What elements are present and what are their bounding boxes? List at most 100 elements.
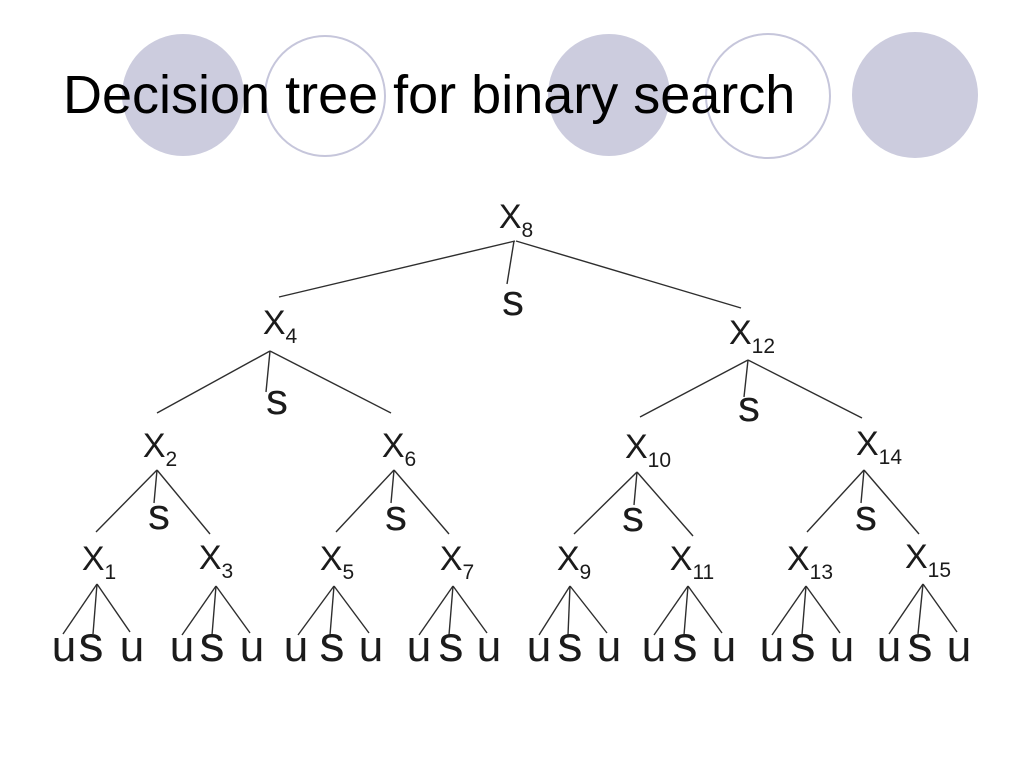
leaf-s-x11: s (673, 616, 698, 672)
tree-node-labels: X8 X4 X12 X2 X6 X10 X14 X1 X3 X5 X7 X9 X… (82, 198, 951, 584)
node-x9: X9 (557, 540, 591, 584)
node-x4: X4 (263, 304, 298, 348)
leaf-s-x5: s (320, 616, 345, 672)
node-x2: X2 (143, 427, 177, 471)
decor-circle-outlined-2 (705, 33, 831, 159)
decor-circle-filled-3 (852, 32, 978, 158)
node-x13: X13 (787, 540, 833, 584)
edge-label-s-x10: s (622, 492, 644, 541)
edge-x1-s (92, 583, 98, 635)
leaf-u-right-x15: u (947, 622, 971, 671)
leaf-u-left-x11: u (642, 622, 666, 671)
split-edge-labels: s s s s s s s (148, 276, 877, 541)
leaf-s-x3: s (200, 616, 225, 672)
leaf-s-x15: s (908, 616, 933, 672)
leaf-u-right-x5: u (359, 622, 383, 671)
edge-x12-x10 (639, 359, 749, 418)
edge-x12-x14 (747, 359, 863, 419)
node-x1: X1 (82, 540, 116, 584)
leaf-s-x9: s (558, 616, 583, 672)
edge-x9-u (538, 585, 571, 636)
edge-x12-s (743, 359, 749, 398)
edge-x4-x6 (269, 350, 392, 414)
node-x5: X5 (320, 540, 354, 584)
edge-x8-x4 (278, 240, 516, 298)
edge-x14-s (860, 469, 865, 504)
edge-x2-s (153, 469, 158, 504)
leaf-u-left-x3: u (170, 622, 194, 671)
leaf-u-left-x9: u (527, 622, 551, 671)
edge-x10-s (633, 471, 638, 506)
edge-label-s-x12: s (738, 382, 760, 431)
decor-circle-outlined-1 (264, 35, 386, 157)
leaf-u-right-x1: u (120, 622, 144, 671)
decor-circle-filled-1 (122, 34, 244, 156)
leaf-u-right-x3: u (240, 622, 264, 671)
edge-x13-s (801, 585, 807, 636)
edge-x8-s (506, 240, 515, 285)
edge-x1-u (62, 583, 98, 635)
node-x6: X6 (382, 427, 416, 471)
edge-label-s-x4: s (266, 375, 288, 424)
edge-x13-u (771, 585, 807, 636)
edge-x15-u2 (922, 583, 958, 633)
node-x12: X12 (729, 314, 775, 358)
node-x15: X15 (905, 538, 951, 582)
edge-x6-x5 (335, 469, 395, 533)
leaf-u-right-x13: u (830, 622, 854, 671)
edge-x3-s (211, 585, 217, 636)
tree-edges (62, 240, 958, 636)
node-x10: X10 (625, 428, 671, 472)
edge-x11-u (653, 585, 689, 636)
edge-x2-x1 (95, 469, 158, 533)
edge-x14-x13 (806, 469, 865, 533)
leaf-u-right-x7: u (477, 622, 501, 671)
edge-x4-x2 (156, 350, 271, 414)
edge-label-s-x14: s (855, 491, 877, 540)
edge-x1-u2 (96, 583, 131, 633)
edge-x15-s (917, 583, 924, 635)
edge-x7-s (448, 585, 454, 636)
edge-label-s-x2: s (148, 490, 170, 539)
leaf-u-right-x9: u (597, 622, 621, 671)
edge-x9-u2 (569, 585, 608, 634)
edge-x8-x12 (515, 240, 742, 309)
edge-label-s-x8: s (502, 276, 524, 325)
edge-x14-x15 (863, 469, 920, 535)
edge-x15-u (888, 583, 924, 635)
leaf-u-left-x15: u (877, 622, 901, 671)
edge-x7-u2 (452, 585, 488, 634)
node-x14: X14 (856, 425, 902, 469)
edge-x5-s (329, 585, 335, 636)
leaf-u-left-x7: u (407, 622, 431, 671)
edge-x11-u2 (687, 585, 723, 634)
edge-x6-x7 (393, 469, 450, 535)
decor-circle-filled-2 (548, 34, 670, 156)
leaf-s-x1: s (79, 616, 104, 672)
node-x8: X8 (499, 198, 533, 242)
leaf-u-right-x11: u (712, 622, 736, 671)
edge-x9-s (567, 585, 571, 636)
leaf-u-left-x13: u (760, 622, 784, 671)
slide-title: Decision tree for binary search (63, 65, 796, 125)
leaf-u-left-x1: u (52, 622, 76, 671)
edge-x10-x11 (636, 471, 694, 537)
edge-x10-x9 (573, 471, 638, 535)
leaf-s-x13: s (791, 616, 816, 672)
leaf-outcome-labels: u s u u s u u s u u s u u s u u s u u s … (52, 616, 971, 672)
edge-x5-u2 (333, 585, 370, 634)
edge-x3-u (181, 585, 217, 636)
edge-x13-u2 (805, 585, 841, 634)
edge-x6-s (390, 469, 395, 504)
edge-x4-s (265, 350, 271, 393)
edge-label-s-x6: s (385, 491, 407, 540)
edge-x2-x3 (156, 469, 211, 535)
node-x7: X7 (440, 540, 474, 584)
leaf-s-x7: s (439, 616, 464, 672)
decorative-circles (122, 32, 978, 159)
node-x11: X11 (670, 540, 715, 584)
edge-x3-u2 (215, 585, 251, 634)
node-x3: X3 (199, 539, 233, 583)
edge-x7-u (418, 585, 454, 636)
